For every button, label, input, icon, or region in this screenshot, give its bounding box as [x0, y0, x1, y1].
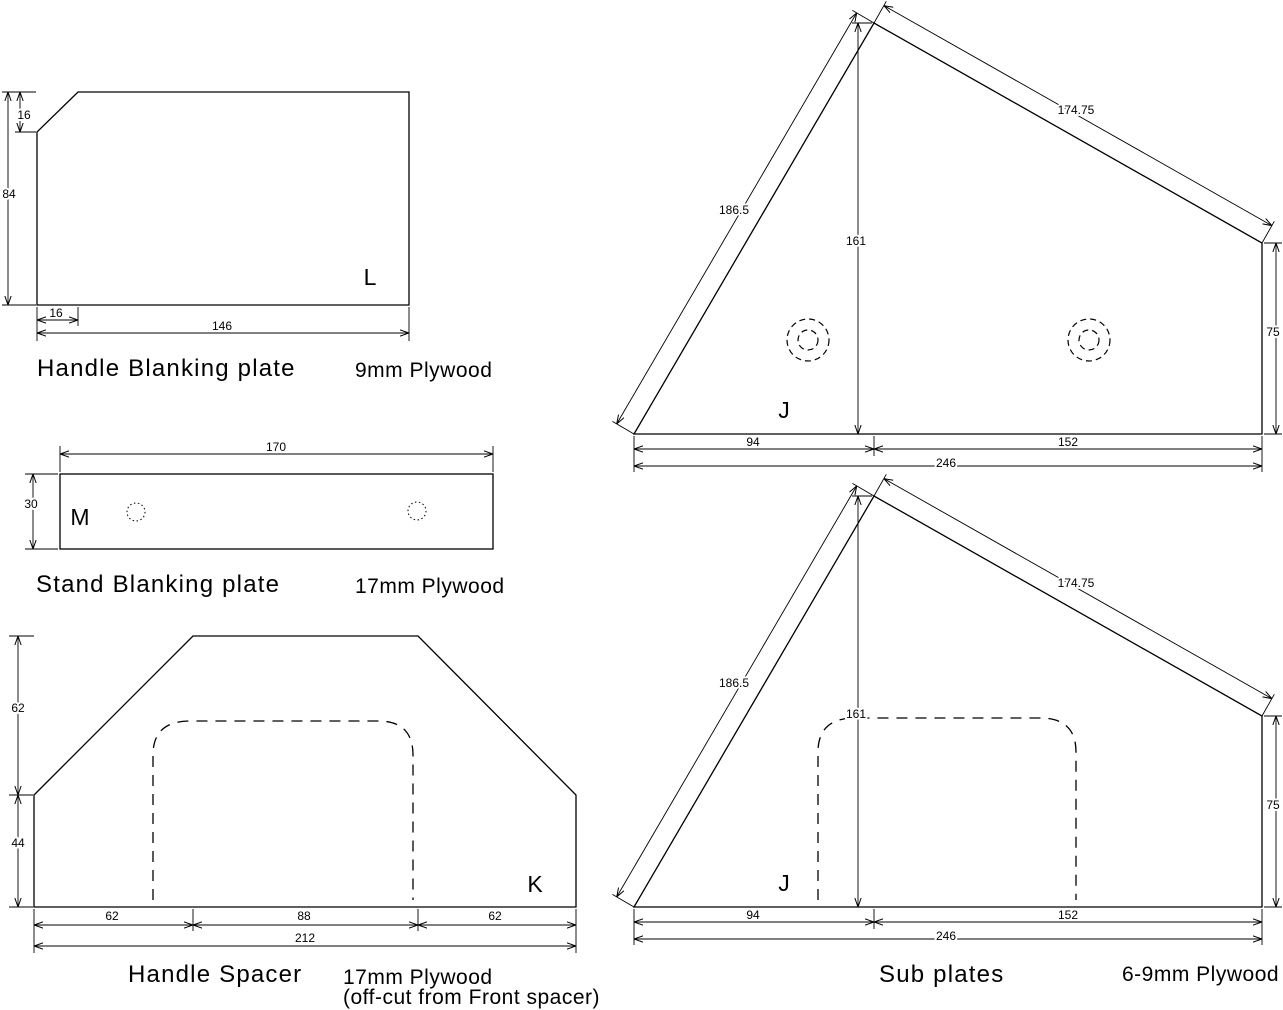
upper-height-dimension-label: 62	[11, 701, 25, 715]
left-width-dimension-label: 62	[105, 909, 119, 923]
hole-left	[786, 318, 830, 362]
chamfer-width-dimension-label: 16	[49, 306, 63, 320]
stand-blanking-plate-outline	[59, 473, 494, 550]
extension-lines	[25, 446, 494, 550]
material-label: 9mm Plywood	[355, 359, 492, 382]
right-height-dimension-label: 75	[1266, 325, 1280, 339]
hole-left	[126, 502, 146, 522]
sub-plate-bottom: 186.5 174.75 161 75 94 152 246 J	[612, 474, 1282, 945]
lower-height-dimension-label: 44	[11, 836, 25, 850]
hole-inner-circle	[1078, 329, 1100, 351]
hole-outer-circle	[1067, 318, 1111, 362]
left-edge-dimension-line	[617, 486, 857, 897]
part-label: L	[364, 264, 377, 290]
left-edge-dimension-label: 186.5	[719, 676, 749, 690]
stand-blanking-plate: 170 30 M Stand Blanking plate 17mm Plywo…	[22, 438, 505, 598]
handle-blanking-plate-outline	[36, 91, 410, 306]
handle-blanking-plate: 84 16 16 146 L Handle Blanking plate 9mm…	[0, 91, 492, 382]
width-dimension-label: 146	[212, 319, 232, 333]
handle-cutout-outline	[152, 720, 414, 900]
material-label: 17mm Plywood	[355, 575, 505, 598]
right-base-dimension-label: 152	[1058, 908, 1078, 922]
material-note: (off-cut from Front spacer)	[343, 986, 600, 1009]
top-edge-dimension-label: 174.75	[1058, 103, 1095, 117]
height-dimension-label: 161	[846, 234, 866, 248]
left-base-dimension-label: 94	[746, 908, 760, 922]
handle-spacer: 62 44 62 88 62 212 K Handle Spacer 17mm …	[9, 635, 600, 1009]
handle-spacer-outline	[33, 635, 577, 908]
part-title: Handle Spacer	[128, 961, 302, 988]
part-title: Stand Blanking plate	[36, 571, 280, 598]
right-base-dimension-label: 152	[1058, 435, 1078, 449]
hole-outer-circle	[786, 318, 830, 362]
hole-right	[1067, 318, 1111, 362]
sub-plate-top: 186.5 174.75 161 75 94 152 246 J	[612, 1, 1282, 472]
material-label: 17mm Plywood	[343, 966, 493, 989]
total-base-dimension-label: 246	[936, 456, 956, 470]
part-title: Sub plates	[879, 961, 1004, 988]
width-dimension-label: 170	[266, 440, 286, 454]
total-base-dimension-label: 246	[936, 929, 956, 943]
height-dimension-label: 161	[846, 707, 866, 721]
part-label: M	[70, 504, 89, 530]
material-label: 6-9mm Plywood	[1122, 963, 1279, 986]
right-width-dimension-label: 62	[488, 909, 502, 923]
hole-inner-circle	[797, 329, 819, 351]
height-dimension-label: 30	[24, 497, 38, 511]
sub-plates-caption: Sub plates 6-9mm Plywood	[879, 961, 1279, 988]
part-label: J	[778, 397, 790, 423]
part-label: J	[778, 870, 790, 896]
part-title: Handle Blanking plate	[37, 355, 296, 382]
middle-width-dimension-label: 88	[297, 909, 311, 923]
part-label: K	[527, 871, 543, 897]
left-edge-dimension-line	[617, 13, 857, 424]
right-height-dimension-label: 75	[1266, 798, 1280, 812]
left-edge-dimension-label: 186.5	[719, 203, 749, 217]
top-edge-dimension-line	[884, 479, 1272, 699]
hole-right	[407, 501, 427, 521]
total-width-dimension-label: 212	[295, 931, 315, 945]
top-edge-dimension-label: 174.75	[1058, 576, 1095, 590]
height-dimension-label: 84	[2, 187, 16, 201]
top-edge-dimension-line	[884, 6, 1272, 226]
chamfer-height-dimension-label: 16	[17, 108, 31, 122]
left-base-dimension-label: 94	[746, 435, 760, 449]
